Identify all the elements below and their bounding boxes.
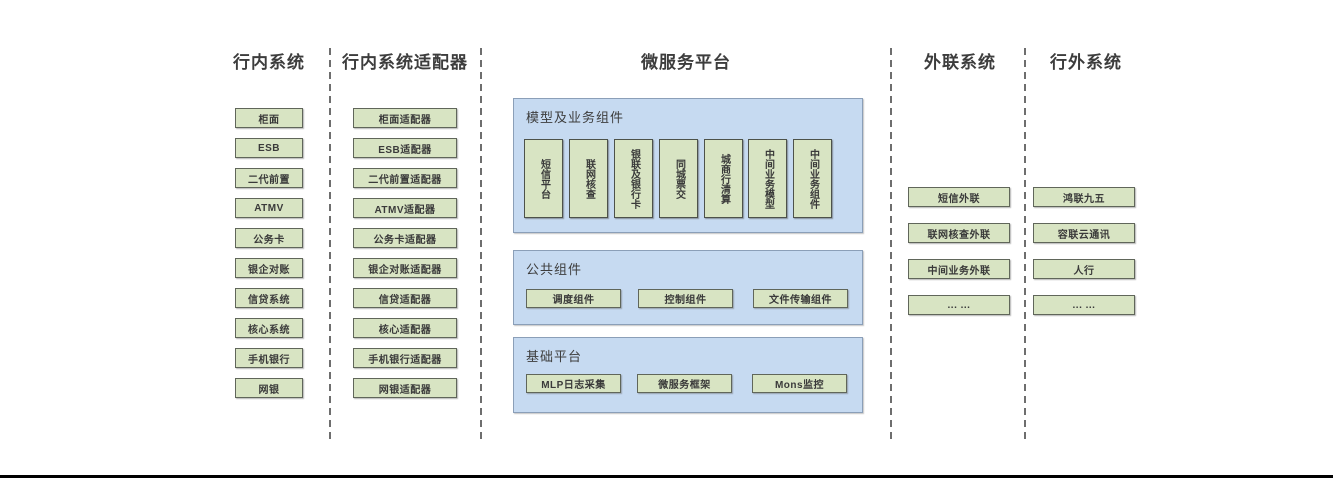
column-title-internal-systems: 行内系统 (233, 53, 305, 72)
component-box: MLP日志采集 (526, 374, 621, 393)
component-box: 城商行清算 (704, 139, 743, 218)
adapter-box: 核心适配器 (353, 318, 457, 338)
adapter-box: ATMV适配器 (353, 198, 457, 218)
column-divider (890, 48, 892, 444)
system-box: 网银 (235, 378, 303, 398)
adapter-box: 网银适配器 (353, 378, 457, 398)
system-box: ATMV (235, 198, 303, 218)
component-box: 中间业务组件 (793, 139, 832, 218)
external-box-ellipsis: ... ... (1033, 295, 1135, 315)
component-box: 调度组件 (526, 289, 621, 308)
outreach-box-ellipsis: ... ... (908, 295, 1010, 315)
component-box: 微服务框架 (637, 374, 732, 393)
column-divider (1024, 48, 1026, 444)
component-box: 联网核查 (569, 139, 608, 218)
component-box: 中间业务模型 (748, 139, 787, 218)
component-box: Mons监控 (752, 374, 847, 393)
adapter-box: 公务卡适配器 (353, 228, 457, 248)
adapter-box: 二代前置适配器 (353, 168, 457, 188)
outreach-box: 联网核查外联 (908, 223, 1010, 243)
system-box: 公务卡 (235, 228, 303, 248)
group-title: 模型及业务组件 (526, 110, 625, 125)
group-base-platform: 基础平台 MLP日志采集 微服务框架 Mons监控 (513, 337, 863, 413)
external-box: 人行 (1033, 259, 1135, 279)
adapter-box: 手机银行适配器 (353, 348, 457, 368)
system-box: 信贷系统 (235, 288, 303, 308)
adapter-box: 银企对账适配器 (353, 258, 457, 278)
column-title-internal-adapters: 行内系统适配器 (342, 53, 468, 72)
column-title-microservice-platform: 微服务平台 (641, 53, 731, 72)
adapter-box: 信贷适配器 (353, 288, 457, 308)
adapter-box: 柜面适配器 (353, 108, 457, 128)
external-box: 鸿联九五 (1033, 187, 1135, 207)
group-title: 公共组件 (526, 262, 583, 277)
column-divider (329, 48, 331, 444)
system-box: 二代前置 (235, 168, 303, 188)
bottom-rule (0, 475, 1333, 478)
outreach-box: 中间业务外联 (908, 259, 1010, 279)
system-box: 核心系统 (235, 318, 303, 338)
column-title-external-systems: 行外系统 (1050, 53, 1122, 72)
adapter-box: ESB适配器 (353, 138, 457, 158)
component-box: 银联及银行卡 (614, 139, 653, 218)
group-common-components: 公共组件 调度组件 控制组件 文件传输组件 (513, 250, 863, 325)
column-divider (480, 48, 482, 444)
group-model-business-components: 模型及业务组件 短信平台 联网核查 银联及银行卡 同城票交 城商行清算 中间业务… (513, 98, 863, 233)
system-box: 手机银行 (235, 348, 303, 368)
column-title-outreach-systems: 外联系统 (924, 53, 996, 72)
system-box: 柜面 (235, 108, 303, 128)
external-box: 容联云通讯 (1033, 223, 1135, 243)
system-box: 银企对账 (235, 258, 303, 278)
component-box: 短信平台 (524, 139, 563, 218)
component-box: 文件传输组件 (753, 289, 848, 308)
outreach-box: 短信外联 (908, 187, 1010, 207)
component-box: 控制组件 (638, 289, 733, 308)
group-title: 基础平台 (526, 349, 583, 364)
system-box: ESB (235, 138, 303, 158)
component-box: 同城票交 (659, 139, 698, 218)
